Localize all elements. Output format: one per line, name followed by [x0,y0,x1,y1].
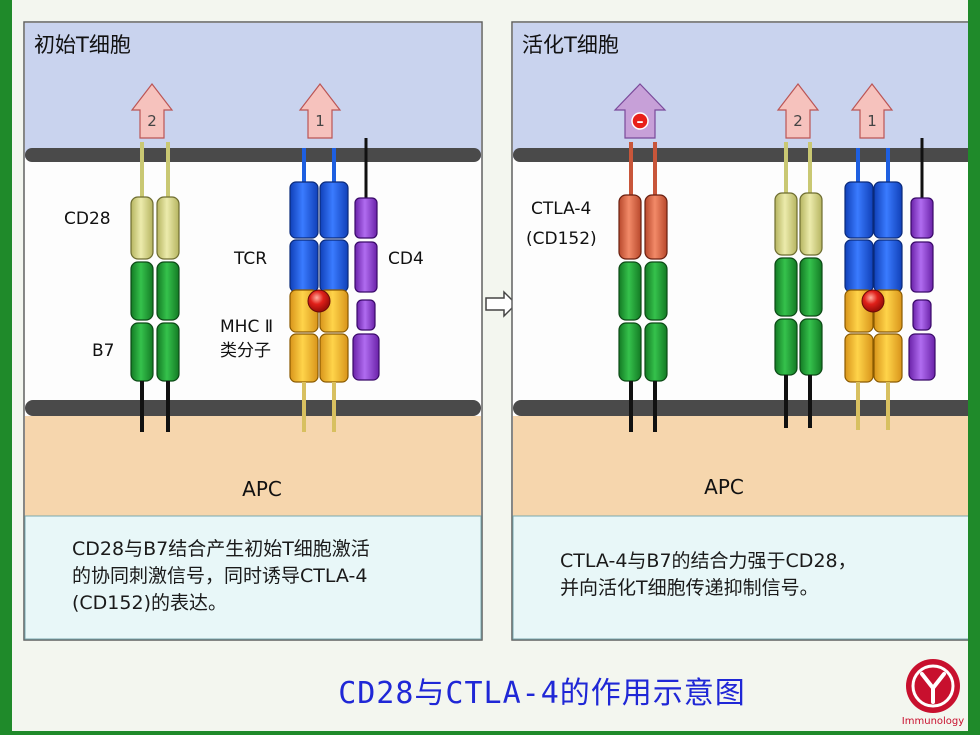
peptide-antigen [861,289,885,313]
transition-arrow [485,290,518,318]
left-apc-membrane-band [25,400,481,416]
left-tcr-molecule [289,148,349,293]
left-caption-box [24,515,482,640]
label-cd28: CD28 [64,209,111,229]
caption-line: 的协同刺激信号，同时诱导CTLA-4 [72,565,368,587]
right-tcell-membrane-band [513,148,968,162]
signal-number: 1 [315,112,325,130]
left-cleft [25,162,481,402]
caption-line: 并向活化T细胞传递抑制信号。 [560,577,819,599]
right-caption-box [512,515,968,640]
left-apc-region [25,416,481,516]
right-label-apc: APC [704,475,744,499]
left-panel: 初始T细胞 2 1 [23,21,483,641]
label-mhc-line2: 类分子 [220,341,271,361]
caption-line: CTLA-4与B7的结合力强于CD28， [560,550,857,572]
left-b7-molecule [130,261,180,432]
left-tcell-region [25,23,481,158]
inhibit-symbol: – [637,114,644,130]
right-inhibit-arrow: – [613,83,667,139]
caption-line: CD28与B7结合产生初始T细胞激活 [72,538,370,560]
right-cd4-molecule [908,138,936,381]
right-apc-membrane-band [513,400,968,416]
label-ctla4-line1: CTLA-4 [531,199,591,219]
slide-title: CD28与CTLA-4的作用示意图 [338,676,746,711]
label-b7: B7 [92,341,114,361]
right-panel: 活化T细胞 – 2 1 [511,21,968,641]
left-header: 初始T细胞 [34,33,131,57]
right-caption: CTLA-4与B7的结合力强于CD28， 并向活化T细胞传递抑制信号。 [560,548,960,602]
signal-number: 1 [867,112,877,130]
right-mhc-molecule [844,289,903,430]
right-signal-arrow-1: 1 [850,83,894,139]
left-signal-arrow-2: 2 [130,83,174,139]
label-mhc-line1: MHC Ⅱ [220,317,273,337]
label-ctla4-line2: (CD152) [526,229,597,249]
left-caption: CD28与B7结合产生初始T细胞激活 的协同刺激信号，同时诱导CTLA-4 (C… [72,536,472,617]
left-cd28-molecule [130,142,180,260]
right-signal-arrow-2: 2 [776,83,820,139]
caption-line: (CD152)的表达。 [72,592,227,614]
label-cd4: CD4 [388,249,424,269]
left-tcell-membrane-band [25,148,481,162]
right-tcell-region [513,23,968,158]
left-cd4-molecule [352,138,380,381]
signal-number: 2 [793,112,803,130]
right-tcr-molecule [844,148,903,293]
left-signal-arrow-1: 1 [298,83,342,139]
right-cd28-molecule [774,142,823,256]
peptide-antigen [307,289,331,313]
left-mhc-molecule [289,289,349,432]
right-b7-molecule-ctla4 [618,261,668,432]
signal-number: 2 [147,112,157,130]
right-b7-molecule-cd28 [774,257,823,428]
left-label-apc: APC [242,477,282,501]
right-apc-region [513,416,968,516]
immunology-logo [906,659,960,713]
diagram: 初始T细胞 2 1 [23,21,968,713]
label-tcr: TCR [233,249,267,269]
right-header: 活化T细胞 [522,33,619,57]
logo-text: Immunology [901,716,965,727]
right-ctla4-molecule [618,142,668,260]
